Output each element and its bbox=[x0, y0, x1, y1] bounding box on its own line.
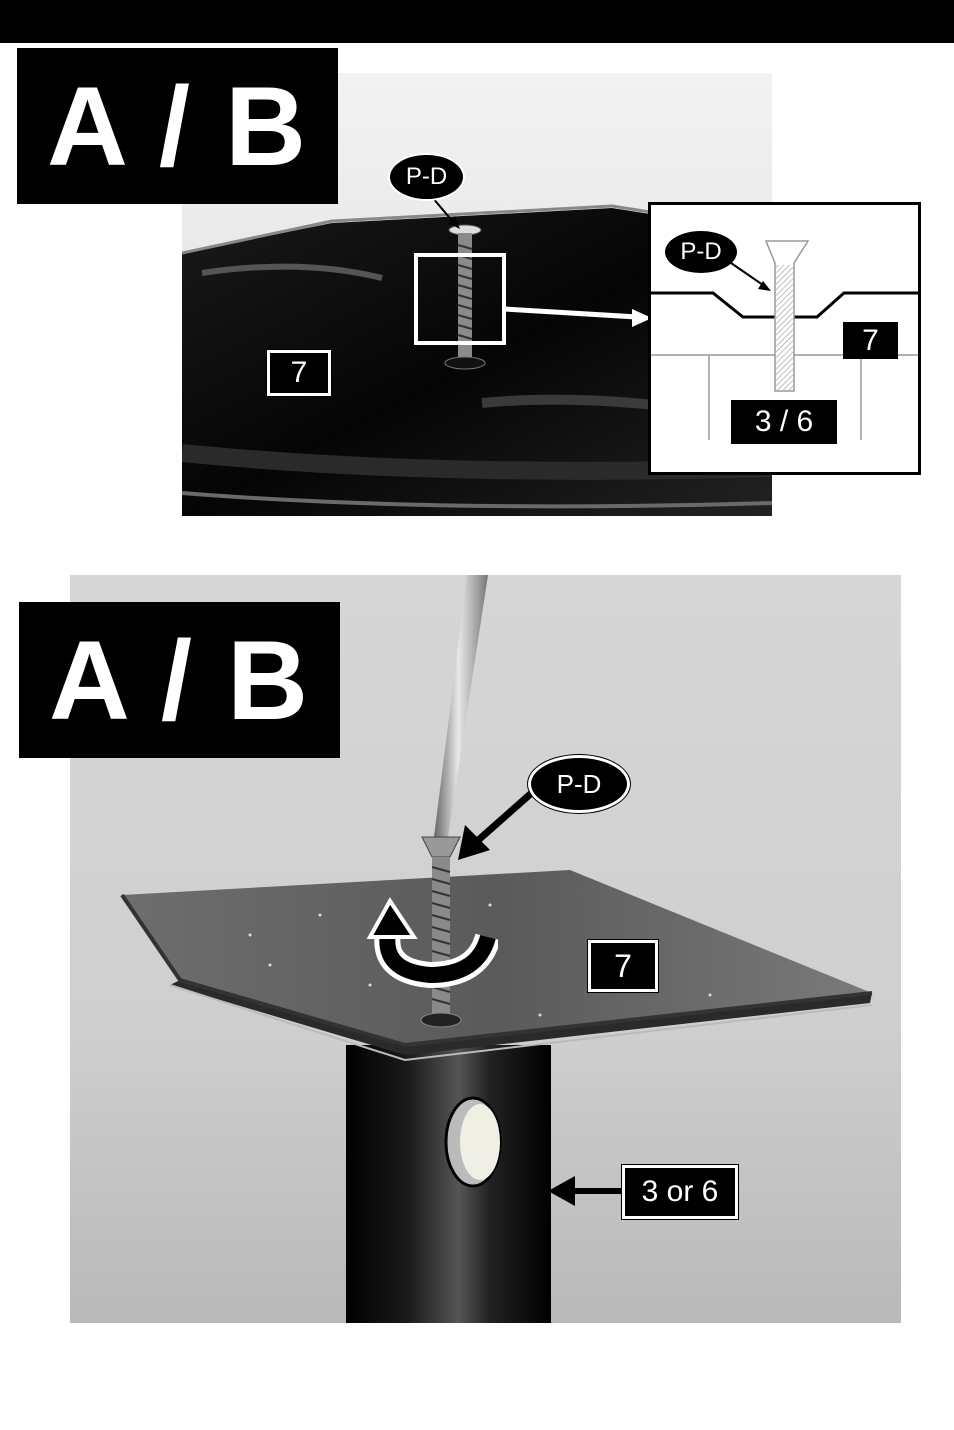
header-bar bbox=[0, 0, 954, 43]
plate-label-detail: 7 bbox=[843, 322, 898, 359]
plate-label-bottom: 7 bbox=[588, 940, 658, 992]
screw-callout-top: P-D bbox=[388, 153, 465, 201]
plate-label-top: 7 bbox=[267, 350, 331, 396]
clockwise-rotate-arrow-icon bbox=[360, 893, 498, 989]
step-label-top: A / B bbox=[17, 48, 338, 204]
detail-inset: P-D 7 3 / 6 bbox=[648, 202, 921, 475]
screw-callout-detail: P-D bbox=[665, 231, 737, 273]
screw-callout-bottom: P-D bbox=[528, 755, 630, 813]
pole-label-detail: 3 / 6 bbox=[731, 400, 837, 444]
pole-label-bottom: 3 or 6 bbox=[622, 1165, 738, 1219]
step-label-bottom: A / B bbox=[19, 602, 340, 758]
